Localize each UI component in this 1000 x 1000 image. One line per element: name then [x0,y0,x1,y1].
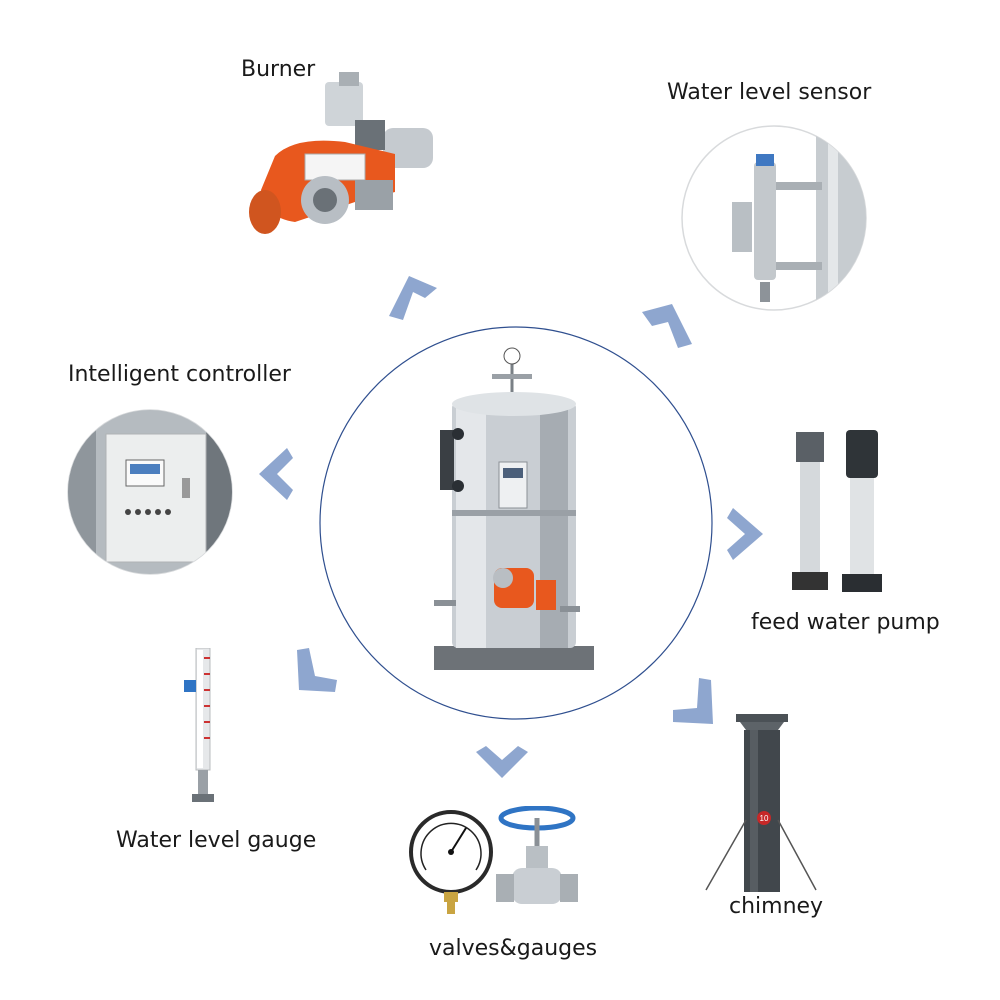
water-level-gauge-image [184,648,214,802]
label-feed-water-pump: feed water pump [751,610,940,635]
burner-image [249,72,433,234]
feed-water-pump-image [792,430,882,592]
label-chimney: chimney [729,894,824,919]
water-level-sensor-image [681,125,867,311]
chevron-up-right-icon [642,304,692,348]
chimney-image: 10 [705,714,817,892]
label-intelligent-controller: Intelligent controller [68,362,291,387]
steam-boiler-illustration [434,347,594,670]
label-valves-gauges: valves&gauges [429,936,598,961]
chevron-down-right-icon [673,678,713,724]
chevron-left-icon [259,448,293,500]
chimney-badge-text: 10 [760,814,769,823]
chevron-right-icon [727,508,763,560]
label-water-level-gauge: Water level gauge [116,828,317,853]
pressure-gauge-image [409,810,493,914]
chevron-down-left-icon [297,648,337,692]
chevron-up-left-icon [389,276,437,320]
label-burner: Burner [241,57,316,82]
intelligent-controller-image [67,409,233,575]
chevron-down-icon [476,746,528,778]
chimney-badge [757,811,771,825]
globe-valve-image [496,806,578,904]
label-water-level-sensor: Water level sensor [667,80,872,105]
